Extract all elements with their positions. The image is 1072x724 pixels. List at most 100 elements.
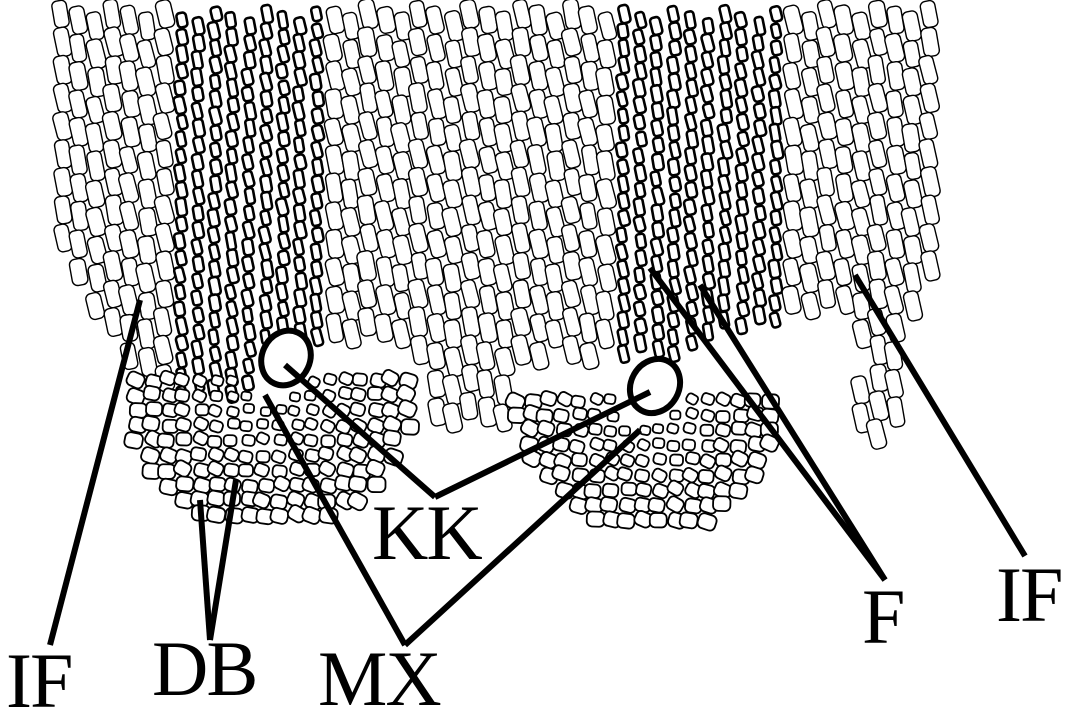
tissue-cell	[227, 148, 238, 164]
tissue-cell	[136, 151, 157, 182]
tissue-cell	[618, 4, 632, 24]
sheath-cell	[667, 440, 680, 451]
tissue-cell	[193, 34, 206, 52]
tissue-cell	[618, 192, 630, 209]
tissue-cell	[783, 173, 802, 203]
tissue-cell	[294, 68, 307, 87]
sheath-cell	[338, 371, 354, 386]
tissue-cell	[685, 11, 696, 29]
tissue-cell	[226, 181, 239, 199]
tissue-cell	[903, 235, 924, 265]
tissue-cell	[737, 301, 750, 317]
tissue-cell	[754, 16, 765, 35]
tissue-cell	[408, 82, 428, 114]
tissue-cell	[322, 33, 343, 63]
tissue-cell	[241, 68, 254, 86]
tissue-cell	[310, 294, 321, 313]
sheath-cell	[317, 446, 334, 462]
tissue-cell	[135, 262, 157, 294]
sheath-cell	[602, 483, 618, 497]
sheath-cell	[536, 419, 556, 437]
sheath-cell	[258, 478, 275, 493]
tissue-cell	[649, 16, 663, 35]
tissue-cell	[357, 55, 377, 85]
sheath-cell	[648, 497, 666, 513]
tissue-cell	[701, 170, 713, 188]
tissue-cell	[885, 229, 905, 260]
tissue-cell	[920, 166, 941, 199]
tissue-cell	[752, 272, 764, 289]
tissue-cell	[901, 67, 922, 97]
tissue-cell	[241, 86, 254, 102]
tissue-cell	[210, 74, 221, 89]
tissue-cell	[242, 307, 252, 323]
tissue-cell	[720, 39, 731, 57]
tissue-cell	[720, 226, 732, 244]
tissue-cell	[816, 194, 837, 226]
tissue-cell	[441, 206, 463, 237]
tissue-cell	[720, 22, 732, 40]
sheath-cell	[292, 419, 305, 431]
tissue-cell	[668, 329, 679, 345]
tissue-cell	[719, 260, 731, 278]
tissue-cell	[579, 312, 598, 343]
tissue-cell	[461, 306, 481, 338]
tissue-cell	[867, 55, 886, 86]
tissue-cell	[735, 317, 747, 334]
tissue-cell	[754, 289, 767, 307]
tissue-cell	[209, 294, 222, 312]
sheath-cell	[635, 482, 652, 497]
tissue-cell	[770, 191, 782, 210]
tissue-cell	[356, 195, 376, 226]
tissue-cell	[920, 250, 941, 282]
tissue-cell	[771, 140, 784, 159]
tissue-cell	[460, 279, 481, 310]
tissue-cell	[426, 342, 446, 371]
sheath-cell	[699, 453, 717, 470]
sheath-cell	[651, 467, 668, 483]
tissue-cell	[311, 23, 323, 39]
tissue-cell	[193, 119, 206, 138]
tissue-cell	[868, 139, 888, 169]
tissue-cell	[717, 124, 730, 143]
tissue-cell	[512, 252, 531, 280]
tissue-cell	[191, 102, 203, 120]
sheath-cell	[303, 434, 318, 447]
label-if-left: IF	[6, 642, 71, 720]
tissue-cell	[527, 144, 547, 176]
tissue-cell	[258, 226, 271, 244]
tissue-cell	[562, 335, 583, 365]
tissue-cell	[635, 182, 646, 198]
tissue-cell	[227, 249, 239, 267]
tissue-cell	[753, 35, 764, 52]
tissue-cell	[101, 111, 123, 142]
tissue-cell	[294, 221, 307, 240]
tissue-cell	[683, 215, 695, 232]
sheath-cell	[269, 507, 289, 525]
tissue-cell	[208, 329, 219, 345]
tissue-cell	[634, 164, 646, 182]
tissue-cell	[210, 39, 222, 56]
tissue-cell	[311, 243, 322, 261]
tissue-cell	[154, 0, 175, 29]
tissue-cell	[650, 85, 663, 104]
tissue-cell	[702, 255, 713, 273]
tissue-cell	[136, 39, 157, 69]
tissue-cell	[323, 117, 344, 147]
tissue-cell	[69, 258, 89, 287]
tissue-cell	[667, 312, 679, 328]
tissue-cell	[596, 94, 616, 125]
tissue-cell	[769, 57, 780, 74]
tissue-cell	[54, 195, 73, 224]
tissue-cell	[86, 150, 106, 182]
tissue-cell	[635, 233, 646, 248]
tissue-cell	[511, 222, 531, 254]
tissue-cell	[617, 328, 628, 346]
tissue-cell	[210, 346, 222, 362]
tissue-cell	[546, 291, 566, 321]
tissue-cell	[753, 238, 766, 256]
tissue-cell	[752, 153, 765, 171]
tissue-cell	[173, 95, 187, 114]
tissue-cell	[736, 46, 748, 62]
tissue-cell	[782, 4, 804, 36]
